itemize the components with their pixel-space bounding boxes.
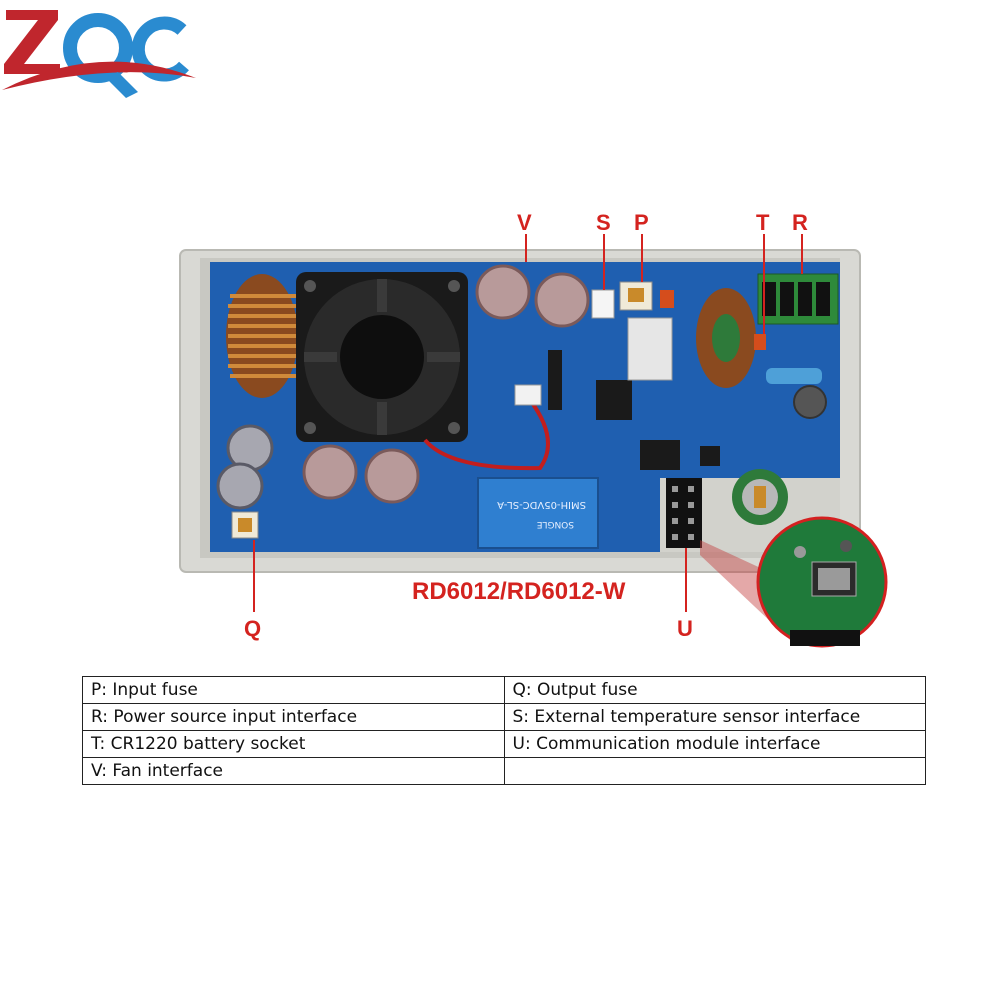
legend-row: T: CR1220 battery socket U: Communicatio… — [82, 730, 926, 758]
fan-connector — [514, 384, 542, 406]
legend-cell-p: P: Input fuse — [82, 676, 505, 704]
relay-brand-label: SONGLE — [536, 519, 574, 529]
terminal-block-r — [757, 273, 839, 325]
callout-t: T — [756, 210, 770, 235]
callout-s: S — [596, 210, 611, 235]
callout-r: R — [792, 210, 808, 235]
relay — [477, 477, 599, 549]
legend-cell-empty — [503, 757, 926, 785]
callout-u: U — [677, 616, 693, 641]
comm-header-u — [666, 478, 702, 548]
toroid-inductor-right — [696, 288, 756, 388]
temp-sensor-connector-s — [591, 289, 615, 319]
resistor — [766, 368, 822, 384]
callout-v: V — [517, 210, 532, 235]
ics — [548, 350, 720, 470]
legend-cell-v: V: Fan interface — [82, 757, 505, 785]
callout-p: P — [634, 210, 649, 235]
legend-table: P: Input fuse Q: Output fuse R: Power so… — [82, 676, 926, 785]
relay-model-label: SMIH-05VDC-SL-A — [497, 499, 586, 510]
legend-cell-r: R: Power source input interface — [82, 703, 505, 731]
battery-socket — [732, 469, 788, 525]
legend-row: P: Input fuse Q: Output fuse — [82, 676, 926, 704]
output-fuse-q — [231, 511, 259, 539]
legend-cell-t: T: CR1220 battery socket — [82, 730, 505, 758]
logo-swoosh — [2, 61, 196, 90]
zqc-logo — [2, 10, 196, 98]
legend-row: R: Power source input interface S: Exter… — [82, 703, 926, 731]
toroid-inductor-left — [226, 274, 298, 398]
logo-c-shape — [131, 16, 189, 82]
legend-cell-q: Q: Output fuse — [503, 676, 926, 704]
legend-cell-u: U: Communication module interface — [503, 730, 926, 758]
capacitors — [216, 264, 827, 510]
logo-z-shape — [4, 10, 60, 74]
logo-q-tail — [104, 72, 138, 98]
input-fuse-p — [619, 281, 674, 311]
legend-cell-s: S: External temperature sensor interface — [503, 703, 926, 731]
zoom-inset — [756, 516, 888, 648]
cooling-fan — [296, 272, 468, 442]
legend-row: V: Fan interface — [82, 757, 926, 785]
callout-q: Q — [244, 616, 261, 641]
white-connector — [627, 317, 673, 381]
orange-fuse-t — [754, 334, 766, 350]
logo-q-ring — [63, 13, 133, 83]
fan-wire — [423, 398, 550, 471]
product-title: RD6012/RD6012-W — [412, 578, 626, 605]
callout-lines — [253, 234, 803, 612]
